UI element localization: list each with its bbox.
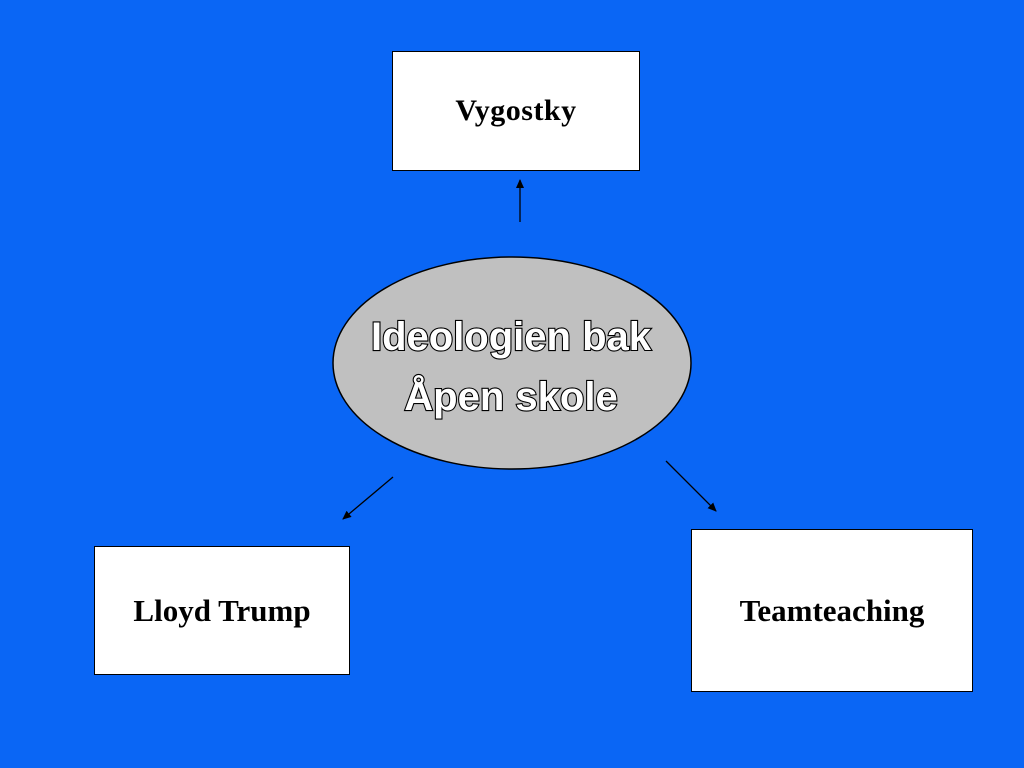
center-ellipse [332,256,692,470]
node-teamteaching-label: Teamteaching [739,592,925,628]
center-title-line2: Åpen skole [404,374,617,419]
node-teamteaching: Teamteaching [691,529,973,692]
node-vygostky: Vygostky [392,51,640,171]
node-lloyd-trump-label: Lloyd Trump [133,592,311,628]
arrow-to-left [342,476,394,520]
arrow-to-right [665,460,717,512]
node-vygostky-label: Vygostky [455,94,577,127]
center-title-line1: Ideologien bak [371,315,652,359]
node-lloyd-trump: Lloyd Trump [94,546,350,675]
